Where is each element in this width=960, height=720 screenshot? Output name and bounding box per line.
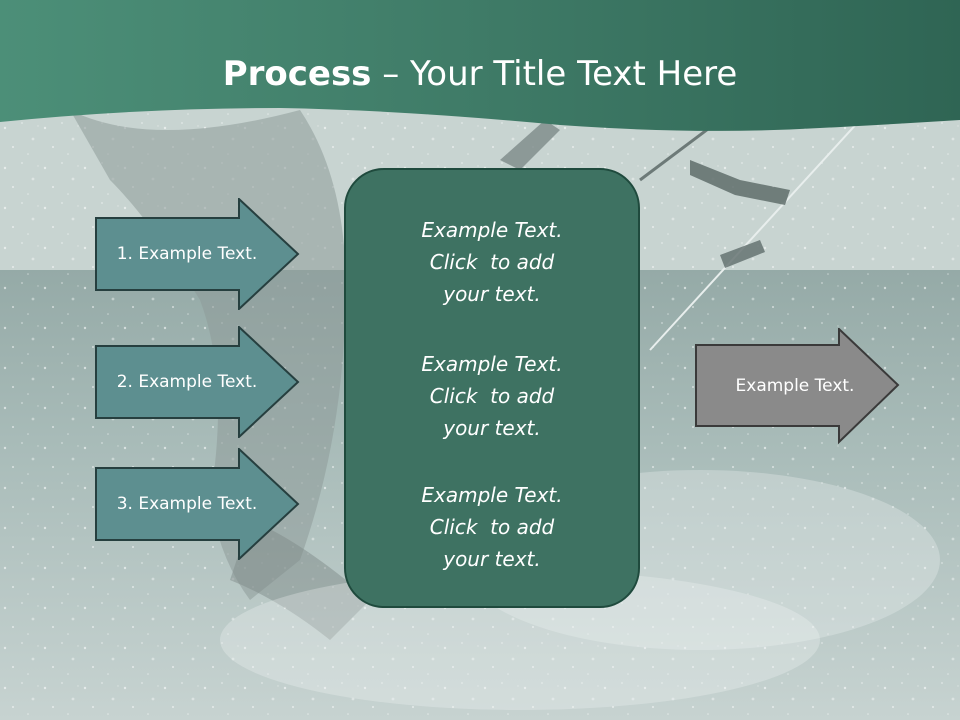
result-arrow[interactable]: Example Text. bbox=[695, 328, 900, 444]
step-arrow-3[interactable]: 3. Example Text. bbox=[95, 448, 300, 560]
center-text-block-3: Example Text. Click to add your text. bbox=[421, 483, 563, 571]
header-band bbox=[0, 0, 960, 131]
step-arrow-2[interactable]: 2. Example Text. bbox=[95, 326, 300, 438]
center-text-block-2: Example Text. Click to add your text. bbox=[421, 352, 563, 440]
step-arrow-label: 1. Example Text. bbox=[116, 244, 258, 264]
center-text-box[interactable]: Example Text. Click to add your text. Ex… bbox=[344, 168, 640, 608]
step-arrow-1[interactable]: 1. Example Text. bbox=[95, 198, 300, 310]
arrow-shape-icon bbox=[95, 448, 300, 560]
center-text-block-1: Example Text. Click to add your text. bbox=[421, 218, 563, 306]
slide-title: Process – Your Title Text Here bbox=[0, 52, 960, 96]
step-arrow-label: 2. Example Text. bbox=[116, 372, 258, 392]
title-rest: – Your Title Text Here bbox=[371, 54, 738, 94]
step-arrow-label: 3. Example Text. bbox=[116, 494, 258, 514]
arrow-shape-icon bbox=[95, 326, 300, 438]
result-arrow-label: Example Text. bbox=[735, 376, 855, 396]
arrow-shape-icon bbox=[695, 328, 900, 444]
arrow-shape-icon bbox=[95, 198, 300, 310]
title-bold: Process bbox=[222, 54, 372, 94]
